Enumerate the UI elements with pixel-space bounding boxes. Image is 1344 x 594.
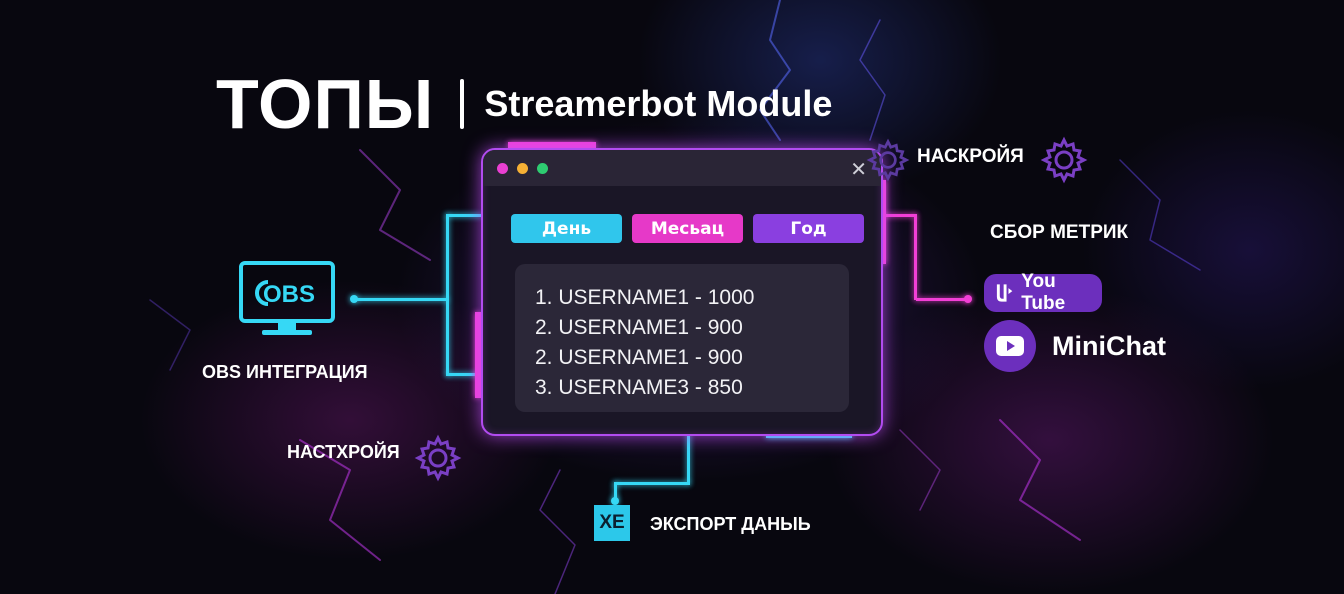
gear-icon: [1040, 136, 1088, 184]
export-icon[interactable]: XE: [594, 505, 630, 541]
window-close-dot[interactable]: [497, 163, 508, 174]
wire-top-accent: [508, 142, 596, 148]
period-tabs: День Месьац Год: [511, 214, 864, 243]
wire-left-vertical: [446, 214, 449, 376]
list-item: 1. USERNAME1 - 1000: [535, 286, 755, 309]
wire-left-dot: [350, 295, 358, 303]
minichat-label: MiniChat: [1052, 331, 1166, 361]
title-divider: [460, 79, 465, 129]
obs-integration-label: OBS ИНТЕГРАЦИЯ: [202, 362, 368, 382]
wire-bottom-drop: [614, 482, 617, 500]
window-minimize-dot[interactable]: [517, 163, 528, 174]
youtube-label: You Tube: [1021, 271, 1066, 314]
wire-right-top: [879, 214, 916, 217]
tab-day[interactable]: День: [511, 214, 622, 243]
leaderboard-window: ✕ День Месьац Год 1. USERNAME1 - 1000 2.…: [481, 148, 883, 436]
wire-right-horizontal: [916, 298, 968, 301]
wire-bottom-horizontal: [614, 482, 690, 485]
youtube-badge[interactable]: You Tube: [984, 271, 1102, 314]
wire-left-top: [446, 214, 482, 217]
wire-right-dot: [964, 295, 972, 303]
wire-left-accent: [475, 312, 481, 398]
gear-icon: [414, 434, 462, 482]
list-item: 2. USERNAME1 - 900: [535, 316, 743, 339]
wire-right-accent: [880, 180, 886, 264]
gear-icon: [866, 138, 910, 182]
leaderboard-list: 1. USERNAME1 - 1000 2. USERNAME1 - 900 2…: [515, 264, 849, 412]
wire-right-vertical: [914, 214, 917, 300]
window-maximize-dot[interactable]: [537, 163, 548, 174]
play-icon[interactable]: [984, 320, 1036, 372]
wire-bottom-vertical: [687, 432, 690, 484]
right-settings-label: НАСКРОЙЯ: [917, 146, 1024, 167]
wire-left-bottom: [446, 373, 482, 376]
tab-month[interactable]: Месьац: [632, 214, 743, 243]
metrics-label: СБОР МЕТРИК: [990, 222, 1129, 243]
youtube-logo-icon: [996, 284, 1013, 302]
wire-bottom-dot: [611, 497, 619, 505]
page-title: ТОПЫ Streamerbot Module: [216, 66, 832, 142]
tab-year[interactable]: Год: [753, 214, 864, 243]
left-settings-label: НАСТХРОЙЯ: [287, 442, 400, 462]
title-main: ТОПЫ: [216, 65, 435, 143]
close-icon[interactable]: ✕: [850, 157, 867, 181]
title-subtitle: Streamerbot Module: [484, 83, 833, 124]
list-item: 2. USERNAME1 - 900: [535, 346, 743, 369]
obs-icon-text: OBS: [263, 281, 315, 308]
export-label: ЭКСПОРТ ДАНЫЬ: [650, 514, 811, 534]
wire-left-horizontal: [356, 298, 448, 301]
list-item: 3. USERNAME3 - 850: [535, 376, 743, 399]
window-titlebar[interactable]: ✕: [483, 150, 881, 186]
obs-monitor-icon: OBS: [238, 260, 336, 344]
